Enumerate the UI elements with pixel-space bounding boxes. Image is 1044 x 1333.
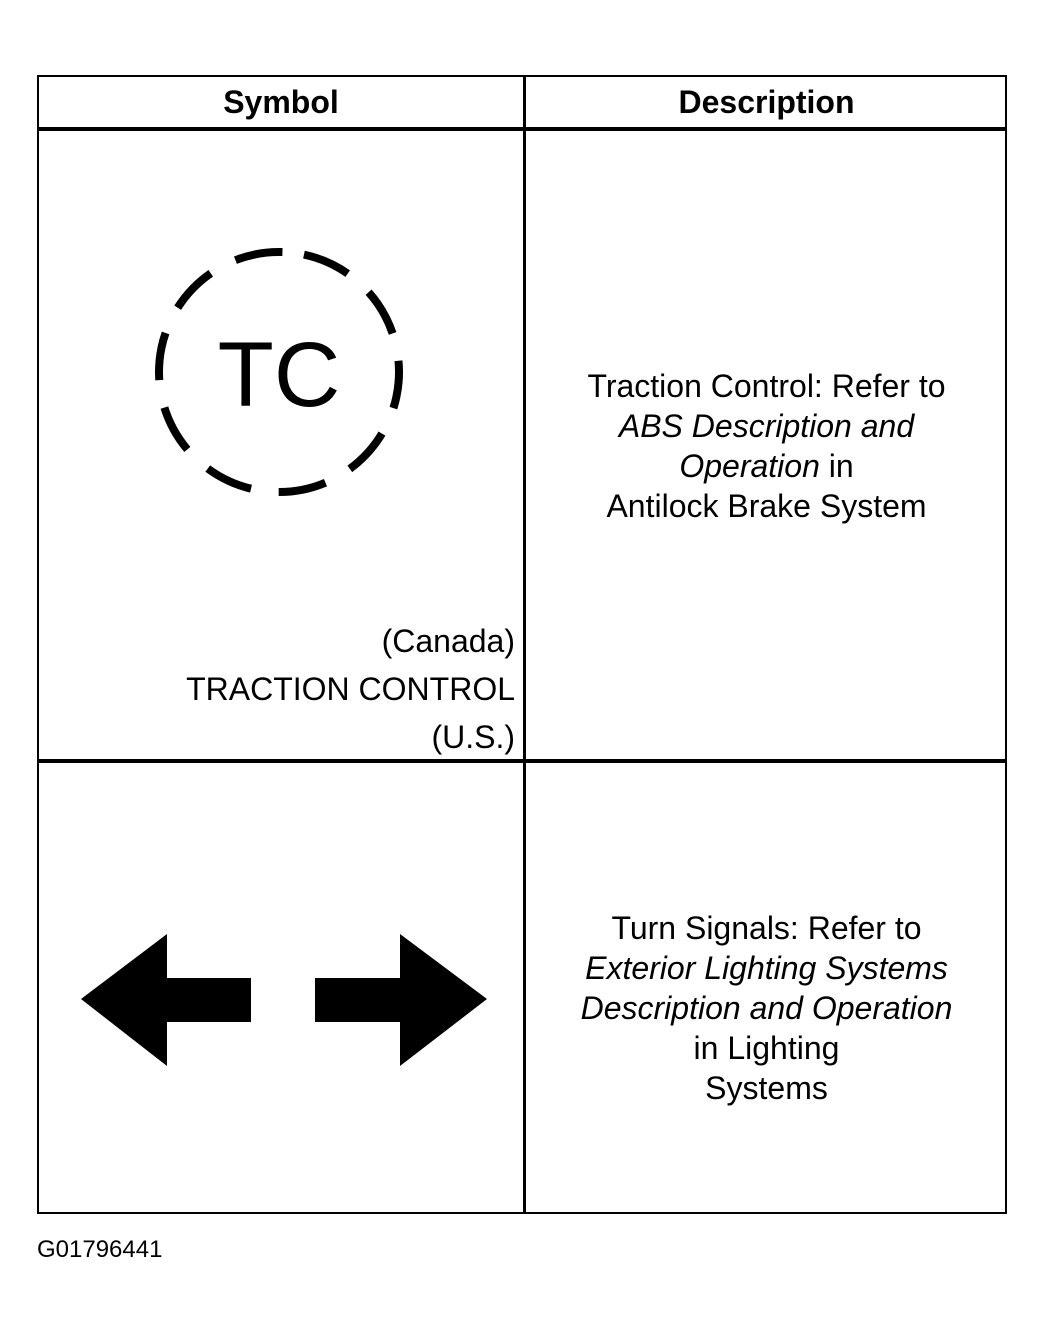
ts-desc-line5: Systems [705, 1070, 828, 1106]
tc-desc-line1: Traction Control: Refer to [587, 368, 946, 404]
turn-signals-description: Turn Signals: Refer to Exterior Lighting… [526, 908, 1007, 1108]
header-divider [39, 127, 1005, 131]
left-arrow-icon [81, 934, 251, 1066]
tc-desc-line4: Antilock Brake System [606, 488, 927, 524]
ts-desc-line4: in Lighting [693, 1030, 840, 1066]
tc-desc-line3-italic: Operation [679, 448, 820, 484]
traction-control-description: Traction Control: Refer to ABS Descripti… [526, 366, 1007, 526]
traction-control-labels: (Canada) TRACTION CONTROL (U.S.) [186, 617, 515, 761]
tc-desc-line2: ABS Description and [618, 408, 915, 444]
ts-desc-line1: Turn Signals: Refer to [611, 910, 922, 946]
row-divider [39, 759, 1005, 763]
description-column-header: Description [678, 84, 855, 120]
traction-control-icon: TC [155, 248, 403, 496]
ts-desc-line2: Exterior Lighting Systems [585, 950, 948, 986]
ts-desc-line3: Description and Operation [580, 990, 953, 1026]
turn-signal-arrows-icon [81, 934, 487, 1066]
right-arrow-icon [315, 934, 487, 1066]
label-traction-control: TRACTION CONTROL [186, 671, 515, 707]
label-us: (U.S.) [431, 719, 515, 755]
tc-desc-line3-rest: in [819, 448, 854, 484]
tc-desc-line3: Operation in [526, 446, 1007, 486]
symbol-table: Symbol Description TC (Canada) TRACTION … [37, 75, 1007, 1214]
column-divider [523, 77, 526, 1212]
label-canada: (Canada) [381, 623, 515, 659]
symbol-column-header: Symbol [223, 84, 339, 120]
figure-id: G01796441 [37, 1236, 163, 1263]
traction-control-icon-text: TC [218, 324, 341, 426]
